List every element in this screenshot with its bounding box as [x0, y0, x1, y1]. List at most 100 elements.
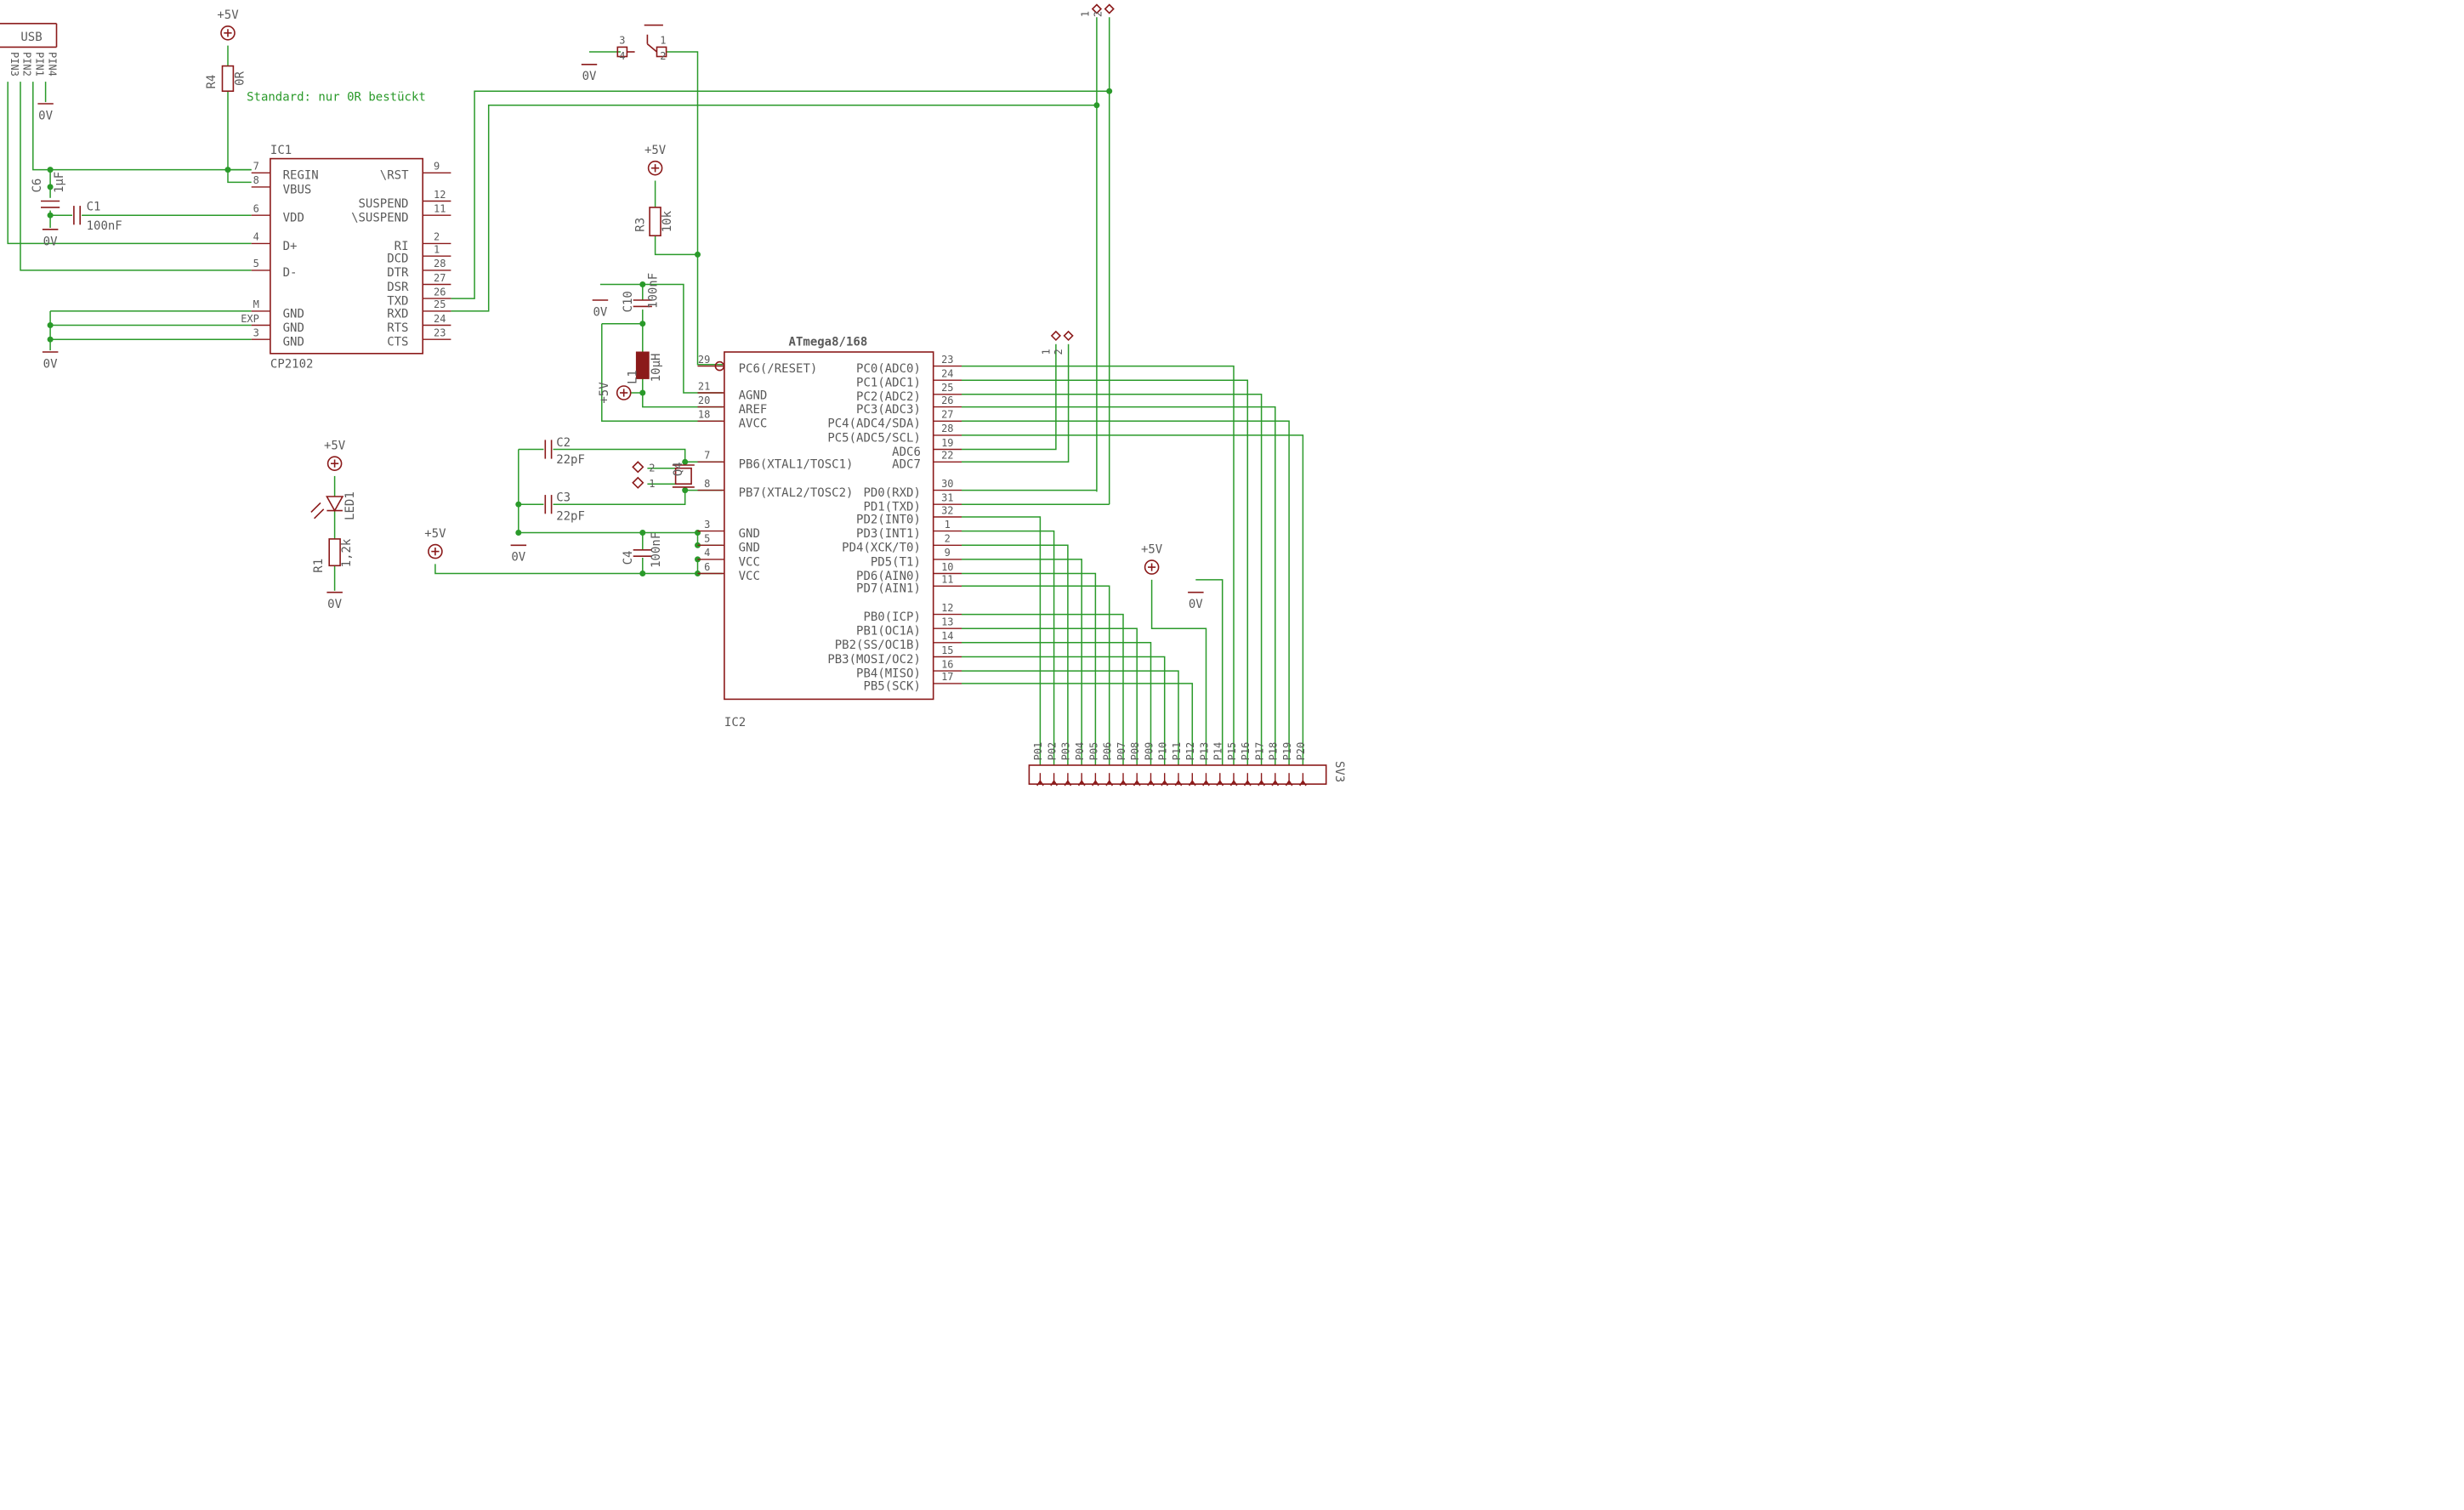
- ic1-pin-name: CTS: [387, 336, 408, 349]
- junction-dot: [47, 322, 54, 328]
- r4-value: 0R: [233, 71, 247, 85]
- ic2-pin-name: GND: [739, 527, 760, 541]
- wire-port: [962, 516, 1042, 765]
- ic2-pin-name: PC4(ADC4/SDA): [827, 417, 921, 431]
- gnd-label: 0V: [593, 305, 607, 319]
- ic1-pin-num: 4: [253, 231, 259, 243]
- ic1-pin-name: DSR: [387, 281, 409, 294]
- wire-adc7: [962, 343, 1070, 463]
- sv3-pin-marker: [1092, 780, 1099, 786]
- ic1-pin-name: GND: [283, 336, 304, 349]
- sv3-pin-label: P12: [1184, 742, 1196, 761]
- sv3-pin-marker: [1119, 780, 1127, 786]
- ic2-pin-num: 9: [945, 547, 951, 559]
- c3-ref: C3: [556, 491, 571, 505]
- ic2-pin-name: PD0(RXD): [863, 486, 920, 500]
- led-ray: [314, 508, 325, 519]
- ic2-pin-num: 17: [941, 671, 953, 683]
- q4-pin-num: 1: [649, 478, 655, 490]
- gnd-label: 0V: [1189, 598, 1203, 611]
- sv3-pin-marker: [1036, 780, 1044, 786]
- vcc-label: +5V: [424, 527, 446, 541]
- junction-dot: [47, 184, 54, 190]
- sv3-pin-label: P17: [1253, 742, 1265, 761]
- ic2-body: [724, 351, 934, 701]
- ic1-pin-num: 3: [253, 327, 259, 339]
- ic2-pin-num: 14: [941, 630, 953, 642]
- wire-txd: [451, 90, 1110, 299]
- ic2-pin-name: PC0(ADC0): [856, 362, 921, 376]
- wire-adc6: [962, 343, 1057, 451]
- q4-pin-num: 2: [649, 462, 655, 474]
- junction-dot: [682, 458, 689, 465]
- junction-dot: [695, 251, 701, 258]
- ic2-pin-num: 7: [704, 450, 710, 462]
- sv3-pin-marker: [1105, 780, 1114, 786]
- ic1-pin-name: TXD: [387, 295, 408, 309]
- r3-value: 10k: [661, 210, 674, 232]
- sv3-pin-label: P03: [1060, 742, 1072, 761]
- ic1-pin-num: 2: [434, 231, 440, 243]
- header-pin-diamond: [1104, 3, 1115, 14]
- wire-r4-vbus: [227, 91, 252, 184]
- ic2-pin-name: PB6(XTAL1/TOSC1): [739, 458, 854, 472]
- ic2-pin-name: PC5(ADC5/SCL): [827, 431, 921, 445]
- adc-pin-num: 1: [1041, 349, 1053, 355]
- ic2-pin-name: PB0(ICP): [863, 610, 920, 624]
- ic2-pin-num: 21: [698, 380, 710, 392]
- ic1-part: CP2102: [270, 357, 314, 371]
- l1-ref: L1: [626, 370, 639, 384]
- l1-value: 10µH: [650, 354, 663, 383]
- junction-dot: [515, 501, 522, 508]
- sv3-pin-label: P08: [1129, 742, 1141, 761]
- junction-dot: [47, 336, 54, 343]
- junction-dot: [682, 487, 689, 494]
- ic2-pin-num: 4: [704, 547, 710, 559]
- ic2-pin-name: VCC: [739, 570, 760, 583]
- sv3-pin-label: P10: [1157, 742, 1169, 761]
- ic1-pin-name: DTR: [387, 266, 409, 280]
- gnd-label: 0V: [327, 598, 342, 611]
- junction-dot: [47, 167, 54, 173]
- wire-usb-vbus: [32, 82, 252, 171]
- sv3-pin-label: P16: [1240, 742, 1252, 761]
- sv3-pin-label: P11: [1171, 742, 1183, 761]
- r4-vcc: [220, 25, 236, 41]
- ic2-pin-num: 19: [941, 437, 953, 449]
- usb-pin-label: PIN4: [46, 52, 58, 77]
- c2-value: 22pF: [556, 453, 585, 467]
- wire-port: [962, 559, 1082, 765]
- junction-dot: [639, 530, 646, 536]
- sv3-pin-marker: [1077, 780, 1086, 786]
- wire-port: [962, 656, 1166, 765]
- ic1-pin-num: 28: [434, 258, 446, 270]
- r3-ref: R3: [634, 218, 648, 232]
- ic2-pin-num: 13: [941, 616, 953, 628]
- ic1-pin-num: 7: [253, 161, 259, 173]
- ic1-pin-num: 6: [253, 203, 259, 215]
- ic2-pin-name: PC2(ADC2): [856, 390, 921, 404]
- ic2-vcc: [428, 543, 443, 559]
- ic2-pin-name: PB7(XTAL2/TOSC2): [739, 486, 854, 500]
- ic2-title: ATmega8/168: [789, 336, 868, 349]
- vcc-label: +5V: [324, 440, 346, 453]
- ic2-pin-name: PD2(INT0): [856, 513, 921, 526]
- header-pin-num: 2: [1092, 11, 1104, 17]
- sv3-pin-label: P19: [1281, 742, 1293, 761]
- ic1-pin-num: 9: [434, 161, 440, 173]
- led-triangle: [326, 496, 344, 513]
- wire-port: [962, 627, 1138, 765]
- ic2-pin-name: PC1(ADC1): [856, 377, 921, 390]
- vcc-label: +5V: [1141, 543, 1163, 557]
- ic1-pin-num: 23: [434, 327, 446, 339]
- sw-pin4: [616, 46, 628, 58]
- adc-pin-num: 2: [1053, 349, 1065, 355]
- ic1-pin-num: 26: [434, 286, 446, 298]
- ic2-pin-num: 30: [941, 478, 953, 490]
- parts-layer: [0, 3, 1327, 786]
- ic1-pin-name: DCD: [387, 253, 408, 266]
- ic1-pin-num: 11: [434, 203, 446, 215]
- c10-value: 100nF: [647, 273, 661, 309]
- ic2-pin-name: PD1(TXD): [863, 501, 920, 514]
- header-pin-diamond: [1091, 3, 1103, 14]
